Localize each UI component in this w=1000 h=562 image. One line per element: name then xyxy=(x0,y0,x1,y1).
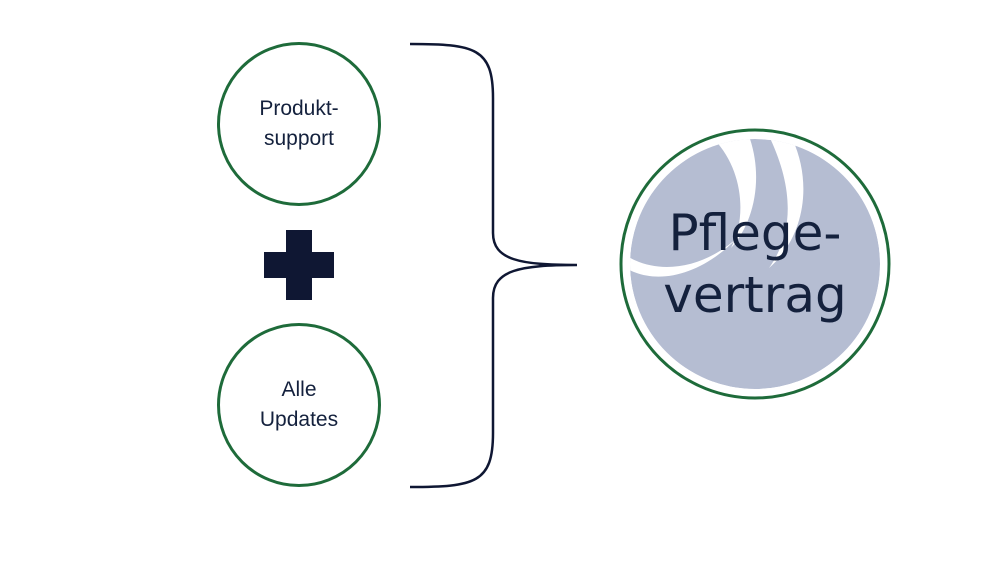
circle-produktsupport: Produkt- support xyxy=(217,42,381,206)
circle-label-line1: Alle xyxy=(281,378,317,401)
circle-pflegevertrag: Pflege- vertrag xyxy=(619,128,891,400)
result-label-line2: vertrag xyxy=(663,266,847,324)
plus-icon xyxy=(264,230,334,300)
pflegevertrag-label: Pflege- vertrag xyxy=(619,128,891,400)
circle-alle-updates: Alle Updates xyxy=(217,323,381,487)
curly-brace xyxy=(409,42,578,489)
pflegevertrag-badge xyxy=(619,128,891,400)
circle-label-line2: Updates xyxy=(259,408,339,431)
circle-label-line1: Produkt- xyxy=(259,97,339,120)
circle-label-line2: support xyxy=(263,127,335,150)
result-label-line1: Pflege- xyxy=(668,204,842,262)
